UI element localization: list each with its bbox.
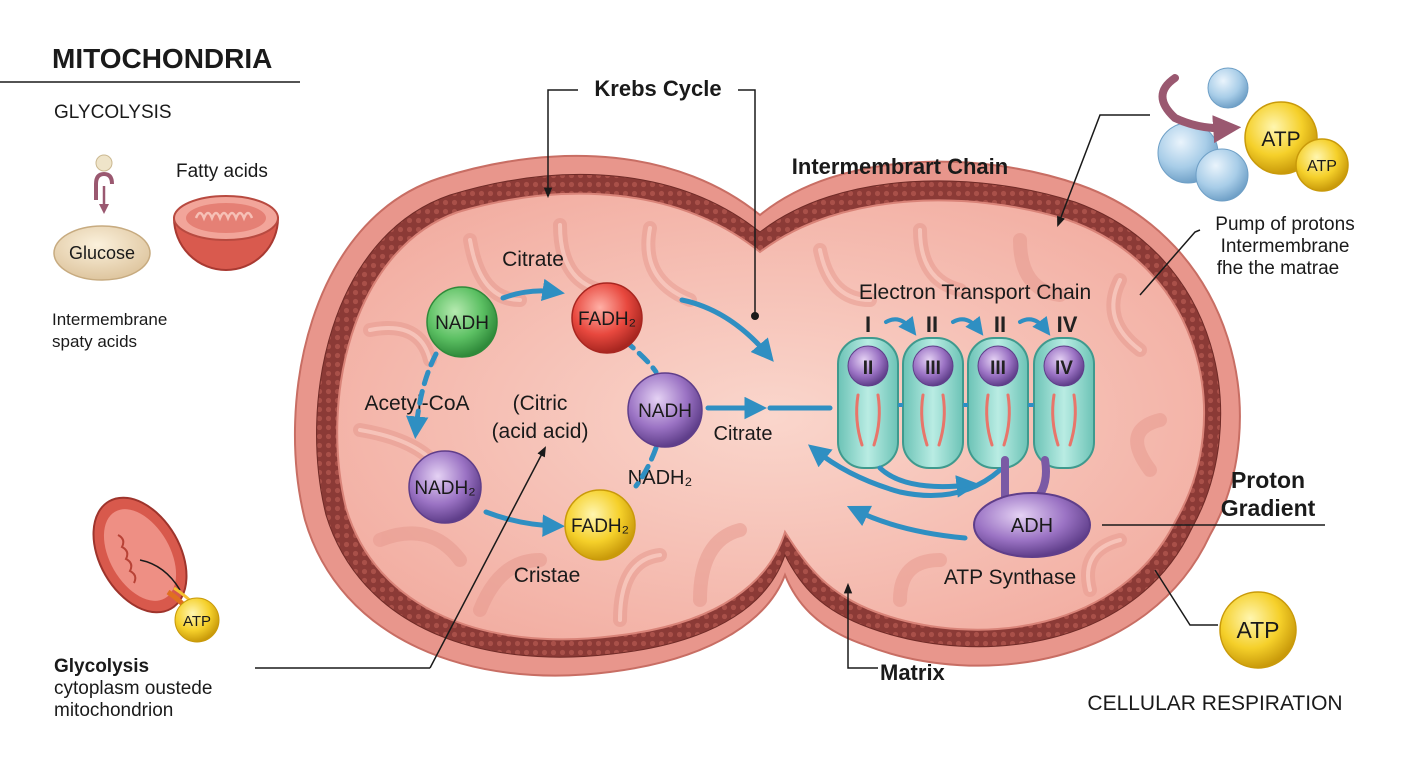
krebs-cycle-title: Krebs Cycle — [594, 76, 721, 101]
atp-top-large-label: ATP — [1261, 128, 1300, 151]
etc-numeral-4: IV — [1057, 312, 1078, 337]
complex-1-numeral: II — [863, 358, 874, 379]
half-mitochondrion-icon — [172, 195, 280, 271]
etc-top-arrows — [884, 315, 1051, 336]
electron-transport-complexes — [837, 337, 1095, 469]
citric-label-line2: (acid acid) — [492, 420, 589, 443]
glycolysis-caption-line1: cytoplasm oustede — [54, 678, 212, 699]
complex-4 — [1033, 337, 1095, 469]
etc-numeral-2: II — [926, 312, 938, 337]
nadh-green-label: NADH — [435, 313, 489, 334]
krebs-leader-lines — [543, 89, 756, 315]
pump-label-line2: Intermembrane — [1221, 236, 1350, 257]
proton-gradient-line2: Gradient — [1221, 495, 1316, 521]
glucose-icon — [53, 154, 151, 281]
complex-3-numeral: III — [990, 358, 1006, 379]
glycolysis-caption-line2: mitochondrion — [54, 700, 173, 721]
citrate-right-label: Citrate — [714, 423, 773, 445]
glycolysis-caption-title: Glycolysis — [54, 656, 149, 677]
atp-bottom-label: ATP — [1236, 617, 1279, 643]
complex-2-numeral: III — [925, 358, 941, 379]
atp-bottom-leader-line — [1154, 569, 1218, 626]
krebs-leader-dot — [751, 312, 759, 320]
etc-numeral-3: II — [994, 312, 1006, 337]
fadh2-red-label: FADH₂ — [578, 309, 636, 330]
nadh-molecule-green — [426, 286, 498, 358]
cristae-label: Cristae — [514, 564, 581, 587]
glucose-label: Glucose — [69, 243, 135, 263]
complex-1 — [837, 337, 899, 469]
atp-molecule-top-small — [1295, 138, 1349, 192]
atp-molecule-bottom — [1219, 591, 1297, 669]
pump-label-line3: fhe the matrae — [1217, 258, 1340, 279]
atp-synthase — [973, 456, 1091, 558]
pump-label-line1: Pump of protons — [1215, 214, 1354, 235]
nadh-molecule-purple — [627, 372, 703, 448]
fadh2-yellow-label: FADH₂ — [571, 516, 629, 537]
glycolysis-heading: GLYCOLYSIS — [54, 102, 172, 123]
proton-gradient-line1: Proton — [1231, 467, 1305, 493]
small-mitochondrion-icon — [92, 496, 198, 614]
atp-molecule-small-left — [174, 597, 220, 643]
acetyl-coa-label: Acetyl-CoA — [364, 392, 469, 415]
page-title: MITOCHONDRIA — [52, 43, 272, 74]
mitochondrion-body — [293, 154, 1241, 677]
citric-label-line1: (Citric — [513, 392, 568, 415]
atp-small-left-label: ATP — [183, 613, 211, 630]
etc-return-arrows — [807, 444, 1003, 541]
nadh-purple-label: NADH — [638, 401, 692, 422]
fadh2-molecule-red — [571, 282, 643, 354]
fadh2-molecule-yellow — [564, 489, 636, 561]
fatty-acids-label: Fatty acids — [176, 161, 268, 182]
nadh2-purple-label: NADH₂ — [414, 478, 475, 499]
matrix-label: Matrix — [880, 660, 946, 685]
atp-synthase-label: ATP Synthase — [944, 566, 1076, 589]
nadh2-molecule-purple — [408, 450, 482, 524]
pump-pointer-line — [1139, 229, 1201, 296]
citrate-top-label: Citrate — [502, 248, 564, 271]
atp-top-small-label: ATP — [1307, 158, 1337, 175]
atp-production-icon — [1157, 67, 1249, 202]
cellular-respiration-label: CELLULAR RESPIRATION — [1087, 692, 1342, 715]
etc-title: Electron Transport Chain — [859, 281, 1091, 304]
intermembrane-label-line2: spaty acids — [52, 332, 137, 351]
matrix-leader-line — [843, 582, 878, 669]
cristae-pointer-line — [429, 446, 546, 669]
complex-4-numeral: IV — [1055, 358, 1073, 379]
intermembrane-chain-label: Intermembrart Chain — [792, 154, 1008, 179]
etc-numeral-1: I — [865, 312, 871, 337]
pump-leader-line — [1057, 114, 1150, 227]
adh-label: ADH — [1011, 515, 1053, 537]
intermembrane-label-line1: Intermembrane — [52, 310, 167, 329]
